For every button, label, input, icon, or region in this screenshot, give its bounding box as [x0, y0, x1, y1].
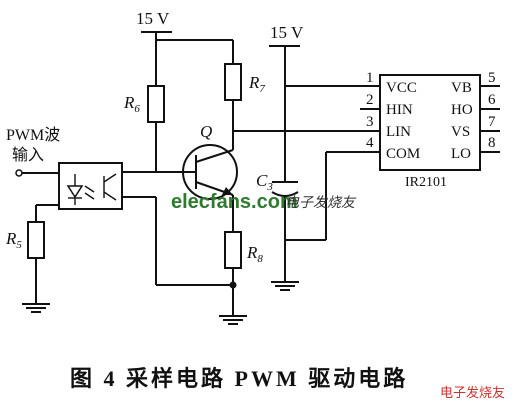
ground-symbol-center [219, 315, 247, 325]
optocoupler [58, 162, 123, 210]
ic-name: IR2101 [405, 175, 447, 190]
transistor-label: Q [200, 122, 212, 141]
pin-number-5: 5 [488, 70, 496, 86]
watermark-cn: 电子发烧友 [285, 195, 357, 211]
transistor-q: Q [182, 122, 238, 200]
c3-label: C3 [256, 171, 273, 193]
r7-label: R7 [248, 73, 265, 95]
supply-left: 15 V [136, 9, 172, 40]
input-label-line1: PWM波 [6, 126, 60, 144]
resistor-r7: R7 [224, 63, 265, 101]
pin-hin: HIN [386, 102, 413, 118]
pin-vcc: VCC [386, 80, 417, 96]
pin-vb: VB [451, 80, 472, 96]
ground-symbol-left [22, 303, 50, 313]
corner-watermark: 电子发烧友 [440, 385, 505, 400]
pin-ho: HO [451, 102, 473, 118]
pin-number-8: 8 [488, 135, 496, 151]
resistor-r5: R5 [5, 221, 45, 259]
pin-lin: LIN [386, 124, 411, 140]
r8-label: R8 [246, 243, 263, 265]
watermark: elecfans.com 电子发烧友 [171, 191, 357, 213]
pin-number-6: 6 [488, 92, 496, 108]
supply-right-label: 15 V [270, 23, 304, 42]
supply-left-label: 15 V [136, 9, 170, 28]
input-terminal [15, 169, 23, 177]
pin-lo: LO [451, 146, 471, 162]
resistor-r6: R6 [123, 85, 165, 123]
ground-symbol-right [271, 281, 299, 291]
capacitor-c3: C3 [256, 171, 299, 197]
figure-caption: 图 4 采样电路 PWM 驱动电路 [70, 366, 408, 391]
supply-right: 15 V [269, 23, 304, 47]
pin-number-3: 3 [366, 114, 374, 130]
pin-number-7: 7 [488, 114, 496, 130]
watermark-site: elecfans.com [171, 191, 298, 213]
pin-com: COM [386, 146, 420, 162]
input-label-line2: 输入 [12, 146, 44, 164]
ic-ir2101: 1 2 3 4 5 6 7 8 VCC HIN LIN COM VB HO VS… [360, 70, 500, 190]
pin-number-4: 4 [366, 135, 374, 151]
pin-number-1: 1 [366, 70, 374, 86]
pin-vs: VS [451, 124, 470, 140]
resistor-r8: R8 [224, 231, 263, 269]
r5-label: R5 [5, 229, 22, 251]
pin-number-2: 2 [366, 92, 374, 108]
r6-label: R6 [123, 93, 140, 115]
